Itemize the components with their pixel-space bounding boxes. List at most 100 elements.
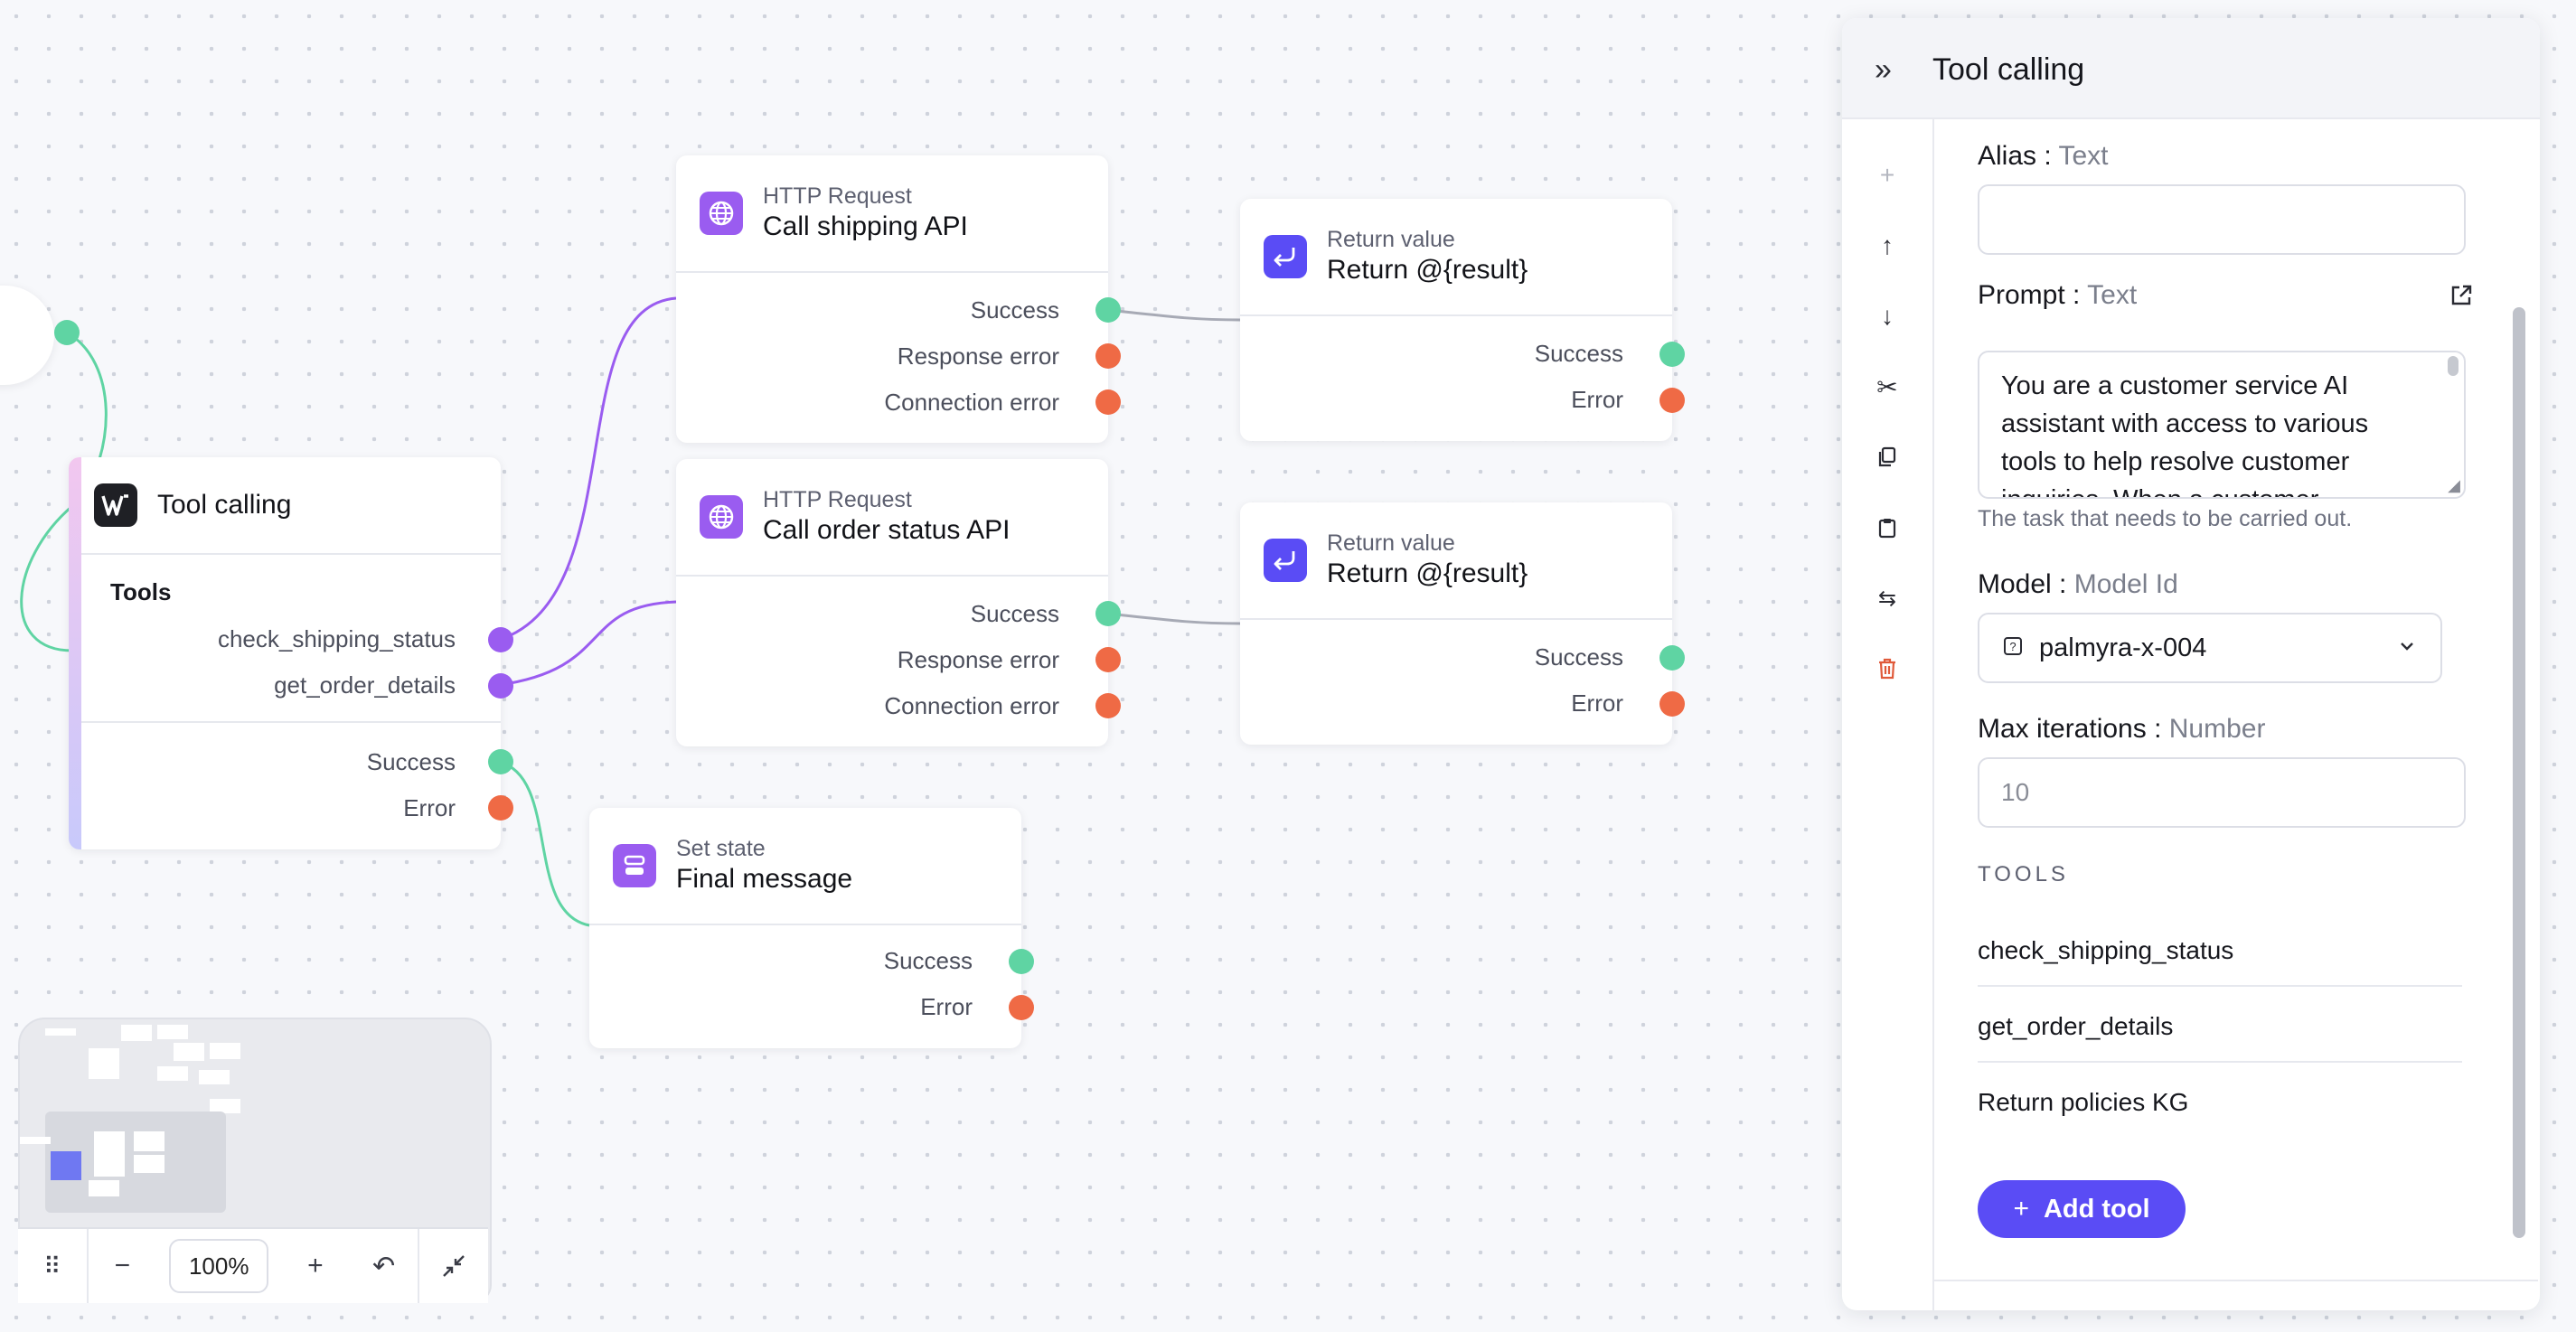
tool-name: get_order_details [1978,1012,2174,1040]
tool-name: check_shipping_status [1978,936,2234,964]
port-label: Error [1571,386,1623,413]
port-label: Success [1534,643,1623,671]
copy-icon[interactable] [1871,441,1904,474]
zoom-out-button[interactable]: − [114,1251,131,1280]
success-label: Success [366,748,456,775]
scissors-icon[interactable]: ✂ [1876,372,1898,401]
ret1-error-dot[interactable] [1659,388,1685,413]
field-label: Prompt [1978,280,2065,310]
prompt-hint: The task that needs to be carried out. [1978,506,2353,531]
clipboard-icon[interactable] [1871,511,1904,544]
port-response-error: Response error [898,342,1059,371]
http2-connection-error-dot[interactable] [1095,693,1121,718]
minimap-node [210,1043,240,1059]
port-response-error: Response error [898,646,1059,674]
field-label: Max iterations [1978,714,2147,744]
textarea-scrollbar[interactable] [2448,356,2458,376]
writer-logo-icon [94,483,137,527]
tool-port-dot-get-order[interactable] [488,673,513,699]
http-request-node-shipping[interactable]: HTTP Request Call shipping API Success R… [676,155,1108,443]
http2-success-dot[interactable] [1095,601,1121,626]
ret2-success-dot[interactable] [1659,645,1685,671]
tool-port-label: get_order_details [274,671,456,699]
minimap-node [134,1131,165,1151]
port-error: Error [920,993,973,1021]
alias-label: Alias : Text [1978,141,2109,171]
zoom-level[interactable]: 100% [169,1239,269,1293]
minimap-node [134,1155,165,1173]
minimap-node [89,1048,119,1079]
port-label: Success [970,296,1059,324]
set-state-node[interactable]: Set state Final message Success Error [589,808,1021,1048]
prompt-textarea[interactable]: You are a customer service AI assistant … [1978,351,2466,499]
undo-icon[interactable]: ↶ [350,1229,420,1303]
start-node-partial[interactable] [0,286,54,385]
node-header: Set state Final message [589,808,1021,925]
node-title: Call order status API [763,515,1011,545]
field-label: Alias [1978,141,2037,171]
grid-icon[interactable]: ⠿ [18,1229,89,1303]
resize-handle-icon[interactable]: ◢ [2448,476,2460,494]
tool-calling-error-dot[interactable] [488,795,513,821]
node-title: Tool calling [157,490,292,520]
tool-calling-node[interactable]: Tool calling Tools check_shipping_status… [69,457,501,849]
arrow-up-icon[interactable]: ↑ [1881,231,1894,259]
port-success: Success [1535,340,1623,368]
tool-port-dot-check-shipping[interactable] [488,627,513,652]
http2-response-error-dot[interactable] [1095,647,1121,672]
globe-icon [700,495,743,539]
minimap-selected-node [51,1151,81,1180]
http-request-node-order-status[interactable]: HTTP Request Call order status API Succe… [676,459,1108,746]
tools-heading: Tools [110,578,172,605]
svg-text:?: ? [2009,640,2016,653]
port-label: Success [970,600,1059,627]
minimap-node [157,1066,188,1081]
max-iterations-input[interactable]: 10 [1978,757,2466,828]
alias-input[interactable] [1978,184,2466,255]
node-kind: HTTP Request [763,487,912,512]
http1-success-dot[interactable] [1095,297,1121,323]
model-icon: ? [2003,636,2023,661]
model-value: palmyra-x-004 [2039,633,2207,662]
open-external-icon[interactable] [2449,284,2473,312]
minimap-node [94,1131,125,1177]
return-value-node-1[interactable]: Return value Return @{result} Success Er… [1240,199,1672,441]
minimap-node [199,1070,230,1084]
trash-icon[interactable] [1871,652,1904,685]
tool-calling-success-dot[interactable] [488,749,513,774]
canvas-controls: ⠿ − 100% + ↶ [18,1227,488,1303]
panel-body: Alias : Text Prompt : Text You are a cus… [1932,117,2538,1310]
state-error-dot[interactable] [1009,995,1034,1020]
prompt-text: You are a customer service AI assistant … [2001,371,2369,497]
model-select[interactable]: ? palmyra-x-004 [1978,613,2442,683]
state-success-dot[interactable] [1009,949,1034,974]
node-kind: Return value [1327,227,1455,252]
http1-connection-error-dot[interactable] [1095,389,1121,415]
return-value-node-2[interactable]: Return value Return @{result} Success Er… [1240,502,1672,745]
swap-icon[interactable]: ⇆ [1877,586,1897,611]
arrow-down-icon[interactable]: ↓ [1881,302,1894,330]
node-title: Return @{result} [1327,558,1528,588]
add-icon[interactable]: + [1879,161,1895,189]
panel-scrollbar[interactable] [2513,307,2525,1238]
collapse-panel-icon[interactable]: » [1875,52,1892,87]
tool-item[interactable]: get_order_details [1978,1012,2462,1063]
node-title: Call shipping API [763,211,968,241]
tool-item[interactable]: Return policies KG [1978,1088,2462,1124]
port-label: Success [883,947,973,974]
ret1-success-dot[interactable] [1659,342,1685,367]
ret2-error-dot[interactable] [1659,691,1685,717]
tool-port-check-shipping: check_shipping_status [218,625,456,653]
zoom-in-button[interactable]: + [307,1251,324,1280]
port-label: Connection error [884,692,1059,719]
field-label: Model [1978,569,2052,599]
return-arrow-icon [1264,539,1307,582]
port-connection-error: Connection error [884,692,1059,720]
start-node-port[interactable] [54,320,80,345]
tool-port-get-order: get_order_details [274,671,456,699]
tool-item[interactable]: check_shipping_status [1978,936,2462,987]
collapse-arrows-icon[interactable] [419,1229,488,1303]
add-tool-button[interactable]: + Add tool [1978,1180,2186,1238]
http1-response-error-dot[interactable] [1095,343,1121,369]
port-label: Success [1534,340,1623,367]
